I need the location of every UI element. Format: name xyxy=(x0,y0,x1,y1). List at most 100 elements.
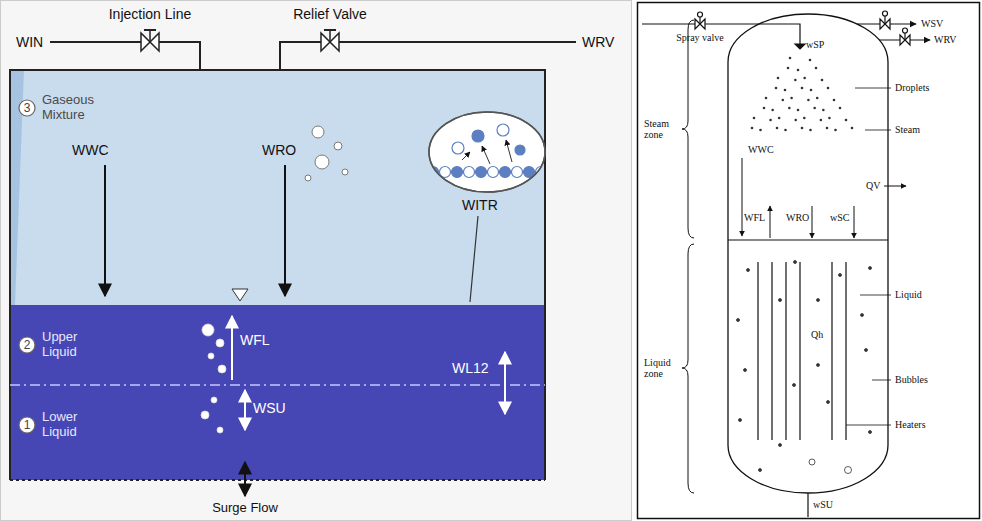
relief-line xyxy=(280,30,576,70)
callout-circle: 1 xyxy=(18,416,36,434)
droplet xyxy=(777,77,780,80)
leader-line xyxy=(470,216,478,302)
flow-arrow xyxy=(742,158,743,236)
bubble xyxy=(869,431,872,434)
interface-zoom xyxy=(488,167,499,178)
gas-region xyxy=(10,70,545,305)
circle-outline xyxy=(19,417,35,433)
relief-valve-line xyxy=(904,33,905,40)
vessel-wall xyxy=(728,14,888,493)
flow-arrow xyxy=(231,316,233,380)
droplet xyxy=(751,57,854,132)
line-name: Injection Line xyxy=(109,6,192,22)
droplet xyxy=(815,67,818,70)
flow-symbol: wSC xyxy=(830,212,849,224)
droplet xyxy=(801,127,804,130)
bubble xyxy=(208,353,214,359)
bubble xyxy=(305,126,348,181)
heater-rod xyxy=(785,262,786,440)
spray-line xyxy=(642,24,800,44)
injection-line xyxy=(50,30,200,70)
flow-symbol: WFL xyxy=(744,212,765,224)
spray-line xyxy=(642,12,805,49)
droplet xyxy=(809,129,812,132)
injection-line xyxy=(149,30,151,42)
droplet xyxy=(775,87,778,90)
interface-zoom xyxy=(512,167,523,178)
bubble xyxy=(342,169,348,175)
zone-name: Liquid zone xyxy=(644,357,678,380)
bubble xyxy=(827,401,830,404)
droplet xyxy=(839,107,842,110)
droplet xyxy=(845,119,848,122)
interface-zoom xyxy=(506,140,512,162)
droplet xyxy=(809,59,812,62)
valve-name: Spray valve xyxy=(676,32,724,44)
bubble xyxy=(794,261,797,264)
safety-valve-line xyxy=(857,11,916,29)
callout-circle: 3 xyxy=(18,99,36,117)
relief-valve-line xyxy=(879,28,930,45)
relief-valve-line xyxy=(905,35,910,45)
line-name: Surge Flow xyxy=(212,501,278,516)
part-name: Steam xyxy=(895,124,920,136)
leader-line xyxy=(865,130,891,131)
droplet xyxy=(813,107,816,110)
region-name: Lower Liquid xyxy=(42,410,102,440)
droplet xyxy=(789,57,792,60)
flow-arrow xyxy=(770,206,771,238)
droplet xyxy=(790,97,793,100)
bubble xyxy=(211,397,217,403)
bubble xyxy=(869,267,872,270)
part-name: Heaters xyxy=(895,419,926,431)
flow-symbol: WWC xyxy=(72,142,109,158)
droplet xyxy=(787,67,790,70)
droplet xyxy=(827,87,830,90)
flow-symbol: WITR xyxy=(462,197,498,213)
bubble xyxy=(861,314,864,317)
left-panel xyxy=(1,1,632,521)
zone-brace xyxy=(682,20,694,493)
droplet xyxy=(801,87,804,90)
line-name: Relief Valve xyxy=(293,6,367,22)
flow-arrow xyxy=(812,206,813,238)
leader-line xyxy=(855,88,891,89)
bubble xyxy=(217,427,223,433)
interface-zoom xyxy=(472,130,484,142)
droplet xyxy=(803,117,806,120)
heat-symbol: QV xyxy=(866,180,880,192)
droplet xyxy=(771,109,774,112)
droplet xyxy=(797,69,800,72)
bubble xyxy=(865,349,868,352)
droplet xyxy=(833,99,836,102)
droplet xyxy=(810,89,813,92)
level-marker xyxy=(232,289,248,301)
interface-zoom xyxy=(452,167,463,178)
injection-line xyxy=(144,29,156,31)
interface-zoom xyxy=(452,142,464,154)
heater-rod xyxy=(831,262,832,440)
flow-arrow xyxy=(742,158,906,238)
flow-symbol: WRV xyxy=(934,34,957,46)
injection-line xyxy=(150,33,159,51)
interface-zoom xyxy=(428,124,547,178)
heater-rod xyxy=(771,262,772,440)
bubble xyxy=(845,467,852,474)
droplet xyxy=(826,127,829,130)
liquid-level xyxy=(728,239,888,240)
tank-wall xyxy=(10,70,545,480)
relief-line xyxy=(330,33,339,51)
callout-circle: 2 xyxy=(18,336,36,354)
spray-line xyxy=(795,44,805,49)
interface-zoom xyxy=(429,112,545,192)
droplet xyxy=(763,107,766,110)
spray-line xyxy=(699,17,700,24)
flow-symbol: WWC xyxy=(748,144,774,156)
droplet xyxy=(834,129,837,132)
droplet xyxy=(769,119,772,122)
bubble xyxy=(759,469,762,472)
flow-symbol: wSP xyxy=(806,39,824,51)
heater-rod xyxy=(845,262,846,440)
callout-number: 2 xyxy=(24,339,31,351)
region-name: Gaseous Mixture xyxy=(42,93,112,123)
